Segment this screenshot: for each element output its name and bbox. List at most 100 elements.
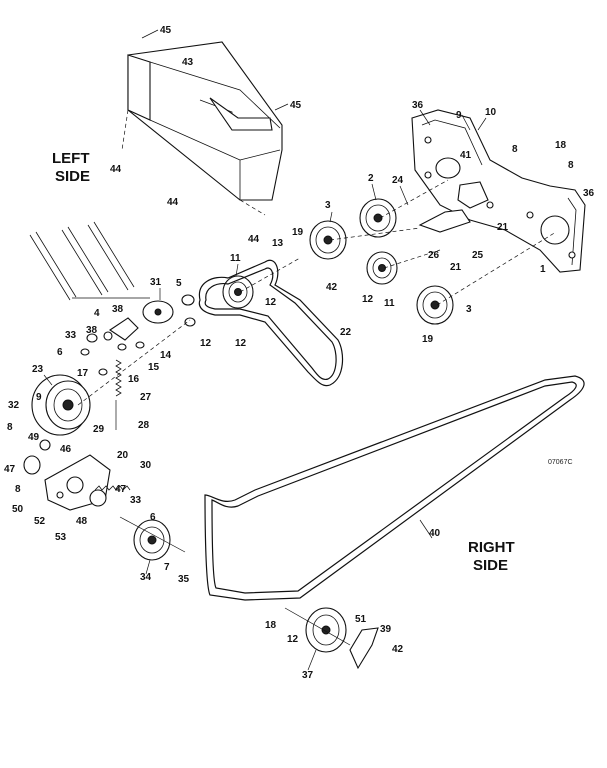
callout-44a: 44 <box>110 164 122 175</box>
callout-16: 16 <box>128 374 140 385</box>
callout-12c: 12 <box>200 338 212 349</box>
callout-12d: 12 <box>235 338 247 349</box>
callout-53: 53 <box>55 532 67 543</box>
callout-43: 43 <box>182 57 194 68</box>
callout-47b: 47 <box>115 484 127 495</box>
callout-8a: 8 <box>512 144 518 155</box>
pulley-part-37 <box>305 607 347 653</box>
spring-part-16 <box>115 359 122 397</box>
callout-6b: 6 <box>150 512 156 523</box>
callout-28: 28 <box>138 420 150 431</box>
callout-30: 30 <box>140 460 152 471</box>
callout-36b: 36 <box>583 188 595 199</box>
callout-13: 13 <box>272 238 284 249</box>
callout-33a: 33 <box>65 330 77 341</box>
callout-29: 29 <box>93 424 105 435</box>
callout-labels: 45 43 45 44 44 44 36 9 10 18 8 8 36 41 2… <box>4 25 595 681</box>
callout-11b: 11 <box>384 298 395 309</box>
callout-45a: 45 <box>160 25 172 36</box>
callout-26: 26 <box>428 250 440 261</box>
callout-47a: 47 <box>4 464 16 475</box>
clutch-part-23 <box>31 374 91 436</box>
idler-bracket-part-31 <box>142 294 196 327</box>
callout-32: 32 <box>8 400 20 411</box>
callout-9: 9 <box>456 110 462 121</box>
pulley-part-11-right <box>366 251 398 285</box>
callout-44c: 44 <box>248 234 260 245</box>
bracket-part-39 <box>349 627 379 670</box>
callout-4: 4 <box>94 308 100 319</box>
callout-24: 24 <box>392 175 404 186</box>
callout-3a: 3 <box>325 200 331 211</box>
left-side-label-line1: LEFT <box>52 150 90 167</box>
callout-38a: 38 <box>112 304 124 315</box>
callout-42a: 42 <box>326 282 338 293</box>
callout-20: 20 <box>117 450 129 461</box>
callout-37: 37 <box>302 670 314 681</box>
callout-41: 41 <box>460 150 472 161</box>
callout-11a: 11 <box>230 253 241 264</box>
leader-lines <box>43 29 487 671</box>
callout-18b: 18 <box>265 620 277 631</box>
callout-50: 50 <box>12 504 24 515</box>
callout-6a: 6 <box>57 347 63 358</box>
callout-31: 31 <box>150 277 162 288</box>
callout-21a: 21 <box>497 222 509 233</box>
callout-19b: 19 <box>422 334 434 345</box>
left-side-label-line2: SIDE <box>55 168 90 185</box>
callout-3b: 3 <box>466 304 472 315</box>
pulley-part-2 <box>359 198 397 238</box>
alignment-lines <box>77 109 557 406</box>
callout-48: 48 <box>76 516 88 527</box>
pulley-part-34 <box>133 519 171 561</box>
callout-10: 10 <box>485 107 497 118</box>
callout-34: 34 <box>140 572 152 583</box>
callout-38b: 38 <box>86 325 98 336</box>
spring-part-20 <box>94 485 131 491</box>
callout-12e: 12 <box>287 634 299 645</box>
callout-44b: 44 <box>167 197 179 208</box>
callout-23: 23 <box>32 364 44 375</box>
bearing-part-47 <box>89 489 107 507</box>
deck-cover-part-43 <box>127 41 283 201</box>
callout-9b: 9 <box>36 392 42 403</box>
callout-40: 40 <box>429 528 441 539</box>
callout-33b: 33 <box>130 495 142 506</box>
callout-49: 49 <box>28 432 40 443</box>
callout-22: 22 <box>340 327 352 338</box>
callout-1: 1 <box>540 264 546 275</box>
callout-25: 25 <box>472 250 484 261</box>
right-side-label-line2: SIDE <box>473 557 508 574</box>
right-side-label-line1: RIGHT <box>468 539 515 556</box>
callout-39: 39 <box>380 624 392 635</box>
pulley-part-3-lower <box>416 285 454 325</box>
callout-36a: 36 <box>412 100 424 111</box>
callout-2: 2 <box>368 173 374 184</box>
callout-14: 14 <box>160 350 172 361</box>
callout-19a: 19 <box>292 227 304 238</box>
belt-part-40 <box>204 375 585 601</box>
callout-8b: 8 <box>568 160 574 171</box>
callout-51: 51 <box>355 614 367 625</box>
callout-18: 18 <box>555 140 567 151</box>
callout-15: 15 <box>148 362 160 373</box>
idler-arm-part-4 <box>80 317 145 376</box>
callout-17: 17 <box>77 368 89 379</box>
tines <box>29 221 150 301</box>
side-plate-part-1 <box>411 109 586 273</box>
callout-35: 35 <box>178 574 190 585</box>
callout-21b: 21 <box>450 262 462 273</box>
figure-code: 07067C <box>548 459 573 466</box>
callout-12a: 12 <box>362 294 374 305</box>
callout-8c: 8 <box>7 422 13 433</box>
callout-42b: 42 <box>392 644 404 655</box>
pulley-part-3-upper <box>309 220 347 260</box>
callout-27: 27 <box>140 392 152 403</box>
callout-7: 7 <box>164 562 170 573</box>
callout-12b: 12 <box>265 297 277 308</box>
callout-45b: 45 <box>290 100 302 111</box>
callout-46: 46 <box>60 444 72 455</box>
callout-52: 52 <box>34 516 46 527</box>
